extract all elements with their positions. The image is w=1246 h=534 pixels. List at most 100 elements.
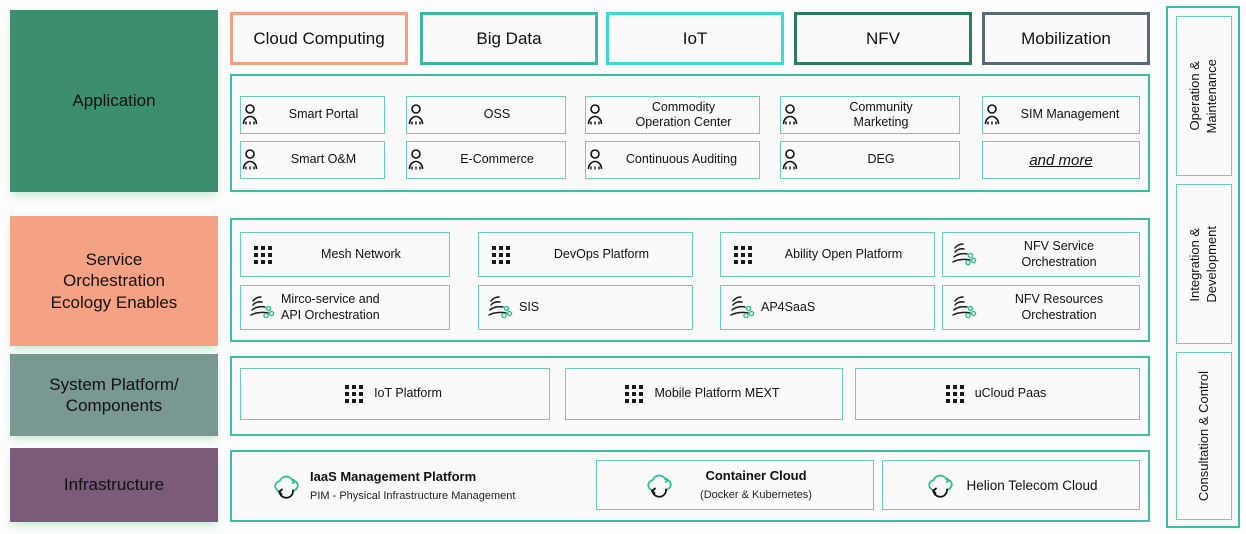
app-tile-label: DEG <box>867 152 895 167</box>
service-tile-label: Mirco-service and API Orchestration <box>281 292 380 322</box>
orchestration-icon <box>729 295 757 321</box>
app-tile-commodity-operation-center[interactable]: Commodity Operation Center <box>585 96 760 134</box>
app-tile-label: Community Marketing <box>849 99 913 129</box>
layer-label-infrastructure-text: Infrastructure <box>63 475 165 495</box>
person-icon <box>407 103 429 127</box>
rail-item-label: Operation & Maintenance <box>1187 58 1219 134</box>
top-tag-label: Cloud Computing <box>253 28 385 48</box>
infra-tile-iaas-management-platform[interactable]: IaaS Management Platform PIM - Physical … <box>270 462 590 510</box>
person-icon <box>586 148 608 172</box>
cloud-icon <box>270 472 302 500</box>
grid-dots-icon <box>344 384 364 404</box>
layer-label-system-text: System Platform/ Components <box>49 374 179 415</box>
app-tile-and-more[interactable]: and more <box>982 141 1140 179</box>
person-icon <box>241 103 263 127</box>
service-tile-label: NFV Resources Orchestration <box>1014 292 1104 322</box>
service-tile-sis[interactable]: SIS <box>478 285 693 330</box>
top-tag-label: Mobilization <box>1021 28 1111 48</box>
orchestration-icon <box>249 295 277 321</box>
grid-dots-icon <box>624 384 644 404</box>
service-tile-label: NFV Service Orchestration <box>1021 239 1097 269</box>
app-tile-label: Commodity Operation Center <box>635 99 732 129</box>
orchestration-icon <box>951 295 979 321</box>
layer-label-infrastructure: Infrastructure <box>10 448 218 522</box>
service-tile-ap4saas[interactable]: AP4SaaS <box>720 285 935 330</box>
infra-tile-subtitle: PIM - Physical Infrastructure Management <box>310 490 516 502</box>
app-tile-continuous-auditing[interactable]: Continuous Auditing <box>585 141 760 179</box>
app-tile-label: Continuous Auditing <box>625 152 738 167</box>
app-tile-label: OSS <box>483 107 511 122</box>
service-tile-ability-open-platform[interactable]: Ability Open Platform <box>720 232 935 277</box>
app-tile-label: SIM Management <box>1020 107 1120 122</box>
rail-item-label: Integration & Development <box>1187 225 1219 303</box>
top-tag-iot[interactable]: IoT <box>606 12 784 65</box>
system-tile-mobile-platform-mext[interactable]: Mobile Platform MEXT <box>565 368 843 420</box>
service-tile-nfv-service-orchestration[interactable]: NFV Service Orchestration <box>942 232 1140 277</box>
service-tile-label: DevOps Platform <box>553 246 650 261</box>
system-tile-label: uCloud Paas <box>974 386 1047 401</box>
right-rail: Operation & Maintenance Integration & De… <box>1166 6 1240 528</box>
system-tile-label: Mobile Platform MEXT <box>654 386 780 401</box>
rail-item-label: Consultation & Control <box>1195 370 1211 502</box>
top-tag-label: Big Data <box>476 28 542 48</box>
person-icon <box>241 148 263 172</box>
app-tile-sim-management[interactable]: SIM Management <box>982 96 1140 134</box>
grid-dots-icon <box>945 384 965 404</box>
service-tile-nfv-resources-orchestration[interactable]: NFV Resources Orchestration <box>942 285 1140 330</box>
app-tile-deg[interactable]: DEG <box>780 141 960 179</box>
rail-item-integration-development[interactable]: Integration & Development <box>1176 184 1232 344</box>
layer-label-service-text: Service Orchestration Ecology Enables <box>50 250 178 312</box>
infra-tile-title: Container Cloud <box>705 468 807 483</box>
app-tile-smart-portal[interactable]: Smart Portal <box>240 96 385 134</box>
infra-tile-text: IaaS Management Platform PIM - Physical … <box>302 468 515 504</box>
person-icon <box>781 148 803 172</box>
top-tag-label: IoT <box>682 28 708 48</box>
orchestration-icon <box>487 295 515 321</box>
app-tile-oss[interactable]: OSS <box>406 96 566 134</box>
person-icon <box>781 103 803 127</box>
service-tile-mesh-network[interactable]: Mesh Network <box>240 232 450 277</box>
app-tile-smart-om[interactable]: Smart O&M <box>240 141 385 179</box>
grid-dots-icon <box>253 245 273 265</box>
service-tile-label: Ability Open Platform <box>784 246 903 261</box>
top-tag-nfv[interactable]: NFV <box>794 12 972 65</box>
layer-label-application-text: Application <box>72 91 156 111</box>
app-tile-label: Smart Portal <box>288 107 359 122</box>
top-tag-mobilization[interactable]: Mobilization <box>982 12 1150 65</box>
top-tag-big-data[interactable]: Big Data <box>420 12 598 65</box>
infra-tile-container-cloud[interactable]: Container Cloud (Docker & Kubernetes) <box>596 460 874 510</box>
system-tile-label: IoT Platform <box>374 386 442 401</box>
top-tag-cloud-computing[interactable]: Cloud Computing <box>230 12 408 65</box>
service-tile-label: AP4SaaS <box>761 299 816 314</box>
infra-tile-helion-telecom-cloud[interactable]: Helion Telecom Cloud <box>882 460 1140 510</box>
person-icon <box>586 103 608 127</box>
top-tag-label: NFV <box>866 28 900 48</box>
person-icon <box>983 103 1005 127</box>
infra-tile-subtitle: (Docker & Kubernetes) <box>700 489 812 501</box>
service-tile-label: SIS <box>519 299 540 314</box>
layer-label-system: System Platform/ Components <box>10 354 218 436</box>
service-tile-devops-platform[interactable]: DevOps Platform <box>478 232 693 277</box>
app-tile-community-marketing[interactable]: Community Marketing <box>780 96 960 134</box>
orchestration-icon <box>951 242 979 268</box>
infra-tile-title: IaaS Management Platform <box>310 469 477 484</box>
person-icon <box>407 148 429 172</box>
service-tile-label: Mesh Network <box>321 246 401 261</box>
layer-label-application: Application <box>10 10 218 192</box>
rail-item-operation-maintenance[interactable]: Operation & Maintenance <box>1176 16 1232 176</box>
system-tile-ucloud-paas[interactable]: uCloud Paas <box>855 368 1140 420</box>
infra-tile-title: Helion Telecom Cloud <box>966 477 1098 493</box>
app-tile-e-commerce[interactable]: E-Commerce <box>406 141 566 179</box>
app-tile-label: Smart O&M <box>290 152 357 167</box>
service-tile-micro-service-api-orchestration[interactable]: Mirco-service and API Orchestration <box>240 285 450 330</box>
grid-dots-icon <box>491 245 511 265</box>
grid-dots-icon <box>733 245 753 265</box>
app-tile-label: and more <box>1029 151 1093 169</box>
system-tile-iot-platform[interactable]: IoT Platform <box>240 368 550 420</box>
layer-label-service: Service Orchestration Ecology Enables <box>10 216 218 346</box>
cloud-icon <box>924 471 956 499</box>
cloud-icon <box>643 471 675 499</box>
app-tile-label: E-Commerce <box>460 152 534 167</box>
rail-item-consultation-control[interactable]: Consultation & Control <box>1176 352 1232 520</box>
